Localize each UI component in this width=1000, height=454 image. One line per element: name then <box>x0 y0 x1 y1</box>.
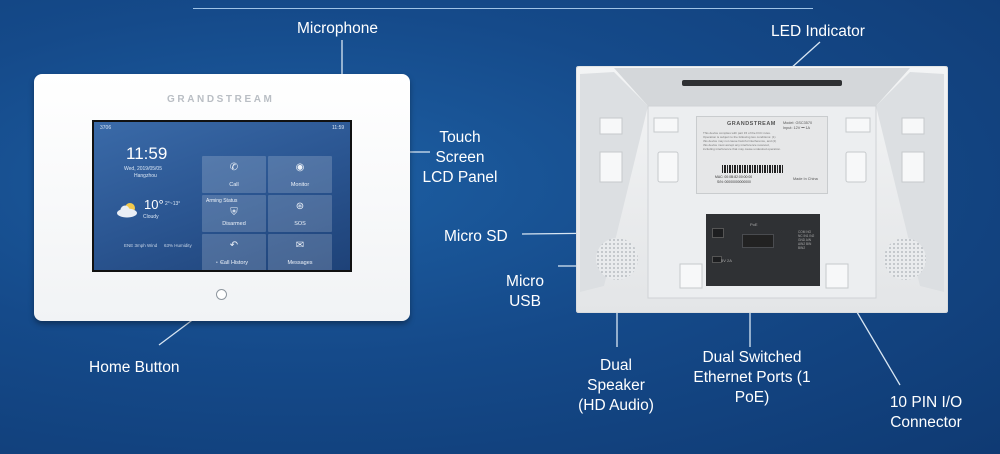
home-button-label: Home Button <box>89 359 180 376</box>
front-device: GRANDSTREAM 3706 11:59 11:59 Wed, 2019/0… <box>34 74 410 321</box>
wind-readout: ENE 3mph Wind <box>124 243 158 248</box>
tile-sos[interactable]: ⊛ SOS <box>268 195 332 232</box>
page-indicator: • • <box>216 260 224 266</box>
usb-power-label: 5V 2A <box>721 258 732 263</box>
lcd-home-screen: 3706 11:59 11:59 Wed, 2019/05/05 Hangzho… <box>94 122 350 270</box>
city: Hangzhou <box>134 173 157 179</box>
cloudy-weather-icon <box>117 203 137 218</box>
sos-icon: ⊛ <box>295 201 305 212</box>
micro-usb-port[interactable] <box>712 256 722 263</box>
camera-icon: ◉ <box>295 162 305 173</box>
tile-messages[interactable]: ✉ Messages <box>268 234 332 270</box>
io-connector-label: 10 PIN I/O Connector <box>889 394 963 431</box>
micro-sd-slot[interactable] <box>712 228 724 238</box>
temperature: 10° <box>144 197 164 212</box>
back-device: GRANDSTREAM Model: GSC3570 Input: 12V ⎓ … <box>576 66 948 313</box>
made-in: Made In China <box>793 177 818 181</box>
sticker-brand: GRANDSTREAM <box>727 121 776 127</box>
io-connector-pins[interactable]: COM NO NC IN1 IN2 GND AIN AIN2 BIN BIN2 <box>798 230 815 250</box>
status-time: 11:59 <box>332 125 345 131</box>
rating-label: GRANDSTREAM Model: GSC3570 Input: 12V ⎓ … <box>696 116 828 194</box>
input-rating: Input: 12V ⎓ 1A <box>783 126 811 130</box>
dual-speaker-label: Dual Speaker (HD Audio) <box>578 357 654 414</box>
model-number: Model: GSC3570 <box>783 121 813 125</box>
clock: 11:59 <box>126 144 168 163</box>
touch-screen[interactable]: 3706 11:59 11:59 Wed, 2019/05/05 Hangzho… <box>92 120 352 272</box>
ethernet-ports-label: Dual Switched Ethernet Ports (1 PoE) <box>693 349 811 406</box>
micro-sd-label: Micro SD <box>444 228 508 245</box>
mac-address: MAC: 00:0B:82:00:00:00 <box>715 175 753 179</box>
home-button[interactable] <box>216 289 227 300</box>
microphone-label: Microphone <box>297 20 378 37</box>
poe-port-label: PoE <box>750 222 758 227</box>
temperature-range: 2°~13° <box>165 201 181 207</box>
ethernet-port[interactable] <box>742 234 774 248</box>
barcode <box>722 165 784 173</box>
arming-status-text: Arming Status <box>206 198 238 204</box>
compliance-text: This device complies with part 15 of the… <box>703 131 781 151</box>
tile-call-history[interactable]: ↶ Call History <box>202 234 266 270</box>
status-extension: 3706 <box>100 125 112 131</box>
weather-condition: Cloudy <box>143 214 159 220</box>
serial-number: S/N: 00000000000000 <box>717 180 751 184</box>
led-indicator-label: LED Indicator <box>771 23 865 40</box>
shield-icon: ⛨ <box>230 207 238 218</box>
date: Wed, 2019/05/05 <box>124 166 162 172</box>
brand-logo: GRANDSTREAM <box>167 94 275 105</box>
call-history-icon: ↶ <box>229 240 239 251</box>
tile-call[interactable]: ✆ Call <box>202 156 266 193</box>
top-divider-line <box>193 8 813 9</box>
right-speaker-grille <box>884 238 926 280</box>
humidity-readout: 63% Humidity <box>164 243 192 248</box>
touch-screen-label: Touch Screen LCD Panel <box>422 129 498 186</box>
tile-arming[interactable]: Arming Status ⛨ Disarmed <box>202 195 266 232</box>
tile-monitor[interactable]: ◉ Monitor <box>268 156 332 193</box>
left-speaker-grille <box>596 238 638 280</box>
phone-icon: ✆ <box>229 162 239 173</box>
port-panel: PoE COM NO NC IN1 IN2 GND AIN AIN2 BIN B… <box>706 214 820 286</box>
message-icon: ✉ <box>295 240 305 251</box>
micro-usb-label: Micro USB <box>506 273 544 310</box>
